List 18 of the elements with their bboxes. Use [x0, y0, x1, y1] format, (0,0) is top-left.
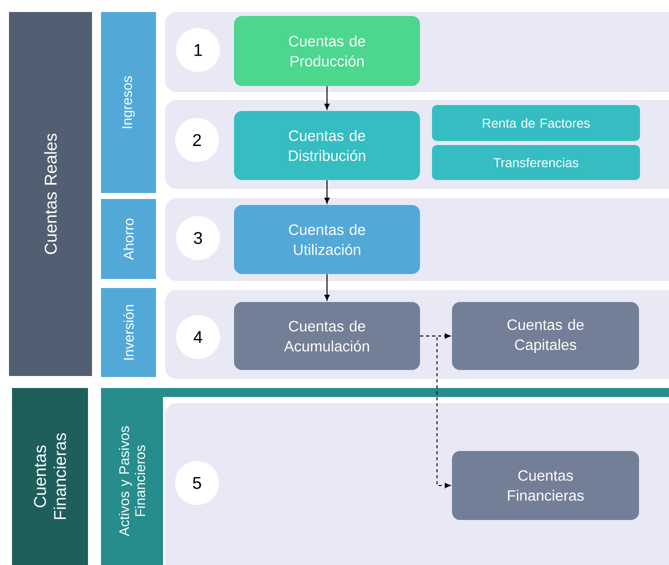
arrow: [324, 274, 330, 300]
account-box: Cuentas de Capitales: [452, 302, 639, 370]
arrow: [324, 180, 330, 204]
side-band: Cuentas Financieras: [12, 388, 88, 565]
category-band: Ingresos: [101, 12, 156, 193]
node-label: Activos y Pasivos Financieros: [118, 426, 146, 536]
side-band: Cuentas Reales: [9, 12, 92, 376]
account-box: Cuentas de Distribución: [234, 111, 420, 180]
account-box: Cuentas de Producción: [234, 16, 420, 86]
account-box: Cuentas de Utilización: [234, 205, 420, 274]
arrow: [324, 86, 330, 110]
account-box: Cuentas Financieras: [452, 451, 639, 520]
account-box: Renta de Factores: [432, 105, 640, 141]
account-box: Cuentas de Acumulación: [234, 302, 420, 370]
account-box: Transferencias: [432, 145, 640, 180]
arrow: [420, 336, 450, 488]
category-band: Ahorro: [101, 199, 156, 279]
category-band: Inversión: [101, 288, 156, 377]
